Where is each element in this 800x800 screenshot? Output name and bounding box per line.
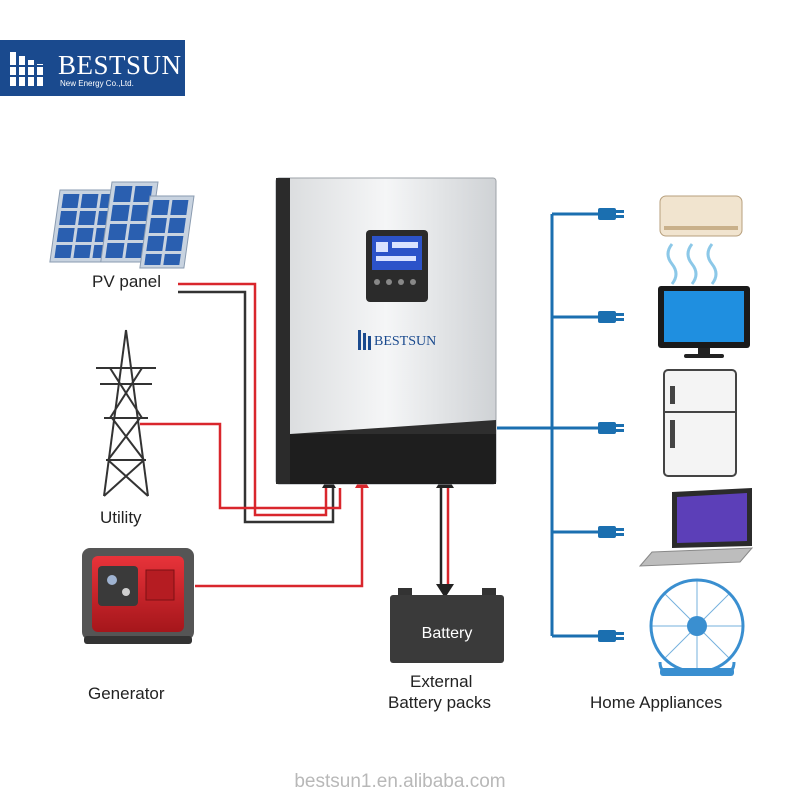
generator-label: Generator — [88, 684, 165, 703]
inverter-brand: BESTSUN — [374, 334, 436, 349]
battery-caption-line1: External — [410, 672, 473, 691]
brand-subtitle: New Energy Co.,Ltd. — [60, 79, 134, 88]
logo-mark-icon — [8, 52, 48, 86]
air-conditioner-icon — [659, 195, 743, 285]
brand-name: BESTSUN — [58, 50, 182, 80]
refrigerator-icon — [663, 369, 737, 477]
battery-arrow-down — [436, 584, 454, 598]
tv-icon — [658, 286, 750, 358]
fan-icon — [649, 578, 745, 676]
battery-caption-line2: Battery packs — [388, 693, 491, 712]
home-appliances-label: Home Appliances — [590, 693, 723, 712]
battery-label: Battery — [422, 625, 473, 642]
generator-icon — [82, 548, 194, 644]
utility-wire — [140, 422, 342, 510]
watermark: bestsun1.en.alibaba.com — [294, 771, 506, 792]
solar-panel-icon — [49, 181, 195, 269]
laptop-icon — [638, 488, 754, 567]
pv-panel-label: PV panel — [92, 272, 161, 291]
pv-red-wire — [178, 282, 328, 517]
utility-label: Utility — [100, 508, 142, 527]
power-tower-icon — [96, 329, 156, 497]
pv-dc-wire — [178, 290, 335, 524]
inverter-icon[interactable]: BESTSUN — [275, 177, 497, 485]
generator-wire — [195, 488, 364, 588]
battery-icon: Battery — [390, 588, 504, 663]
plug-icon — [598, 208, 624, 642]
output-bus — [497, 212, 600, 638]
